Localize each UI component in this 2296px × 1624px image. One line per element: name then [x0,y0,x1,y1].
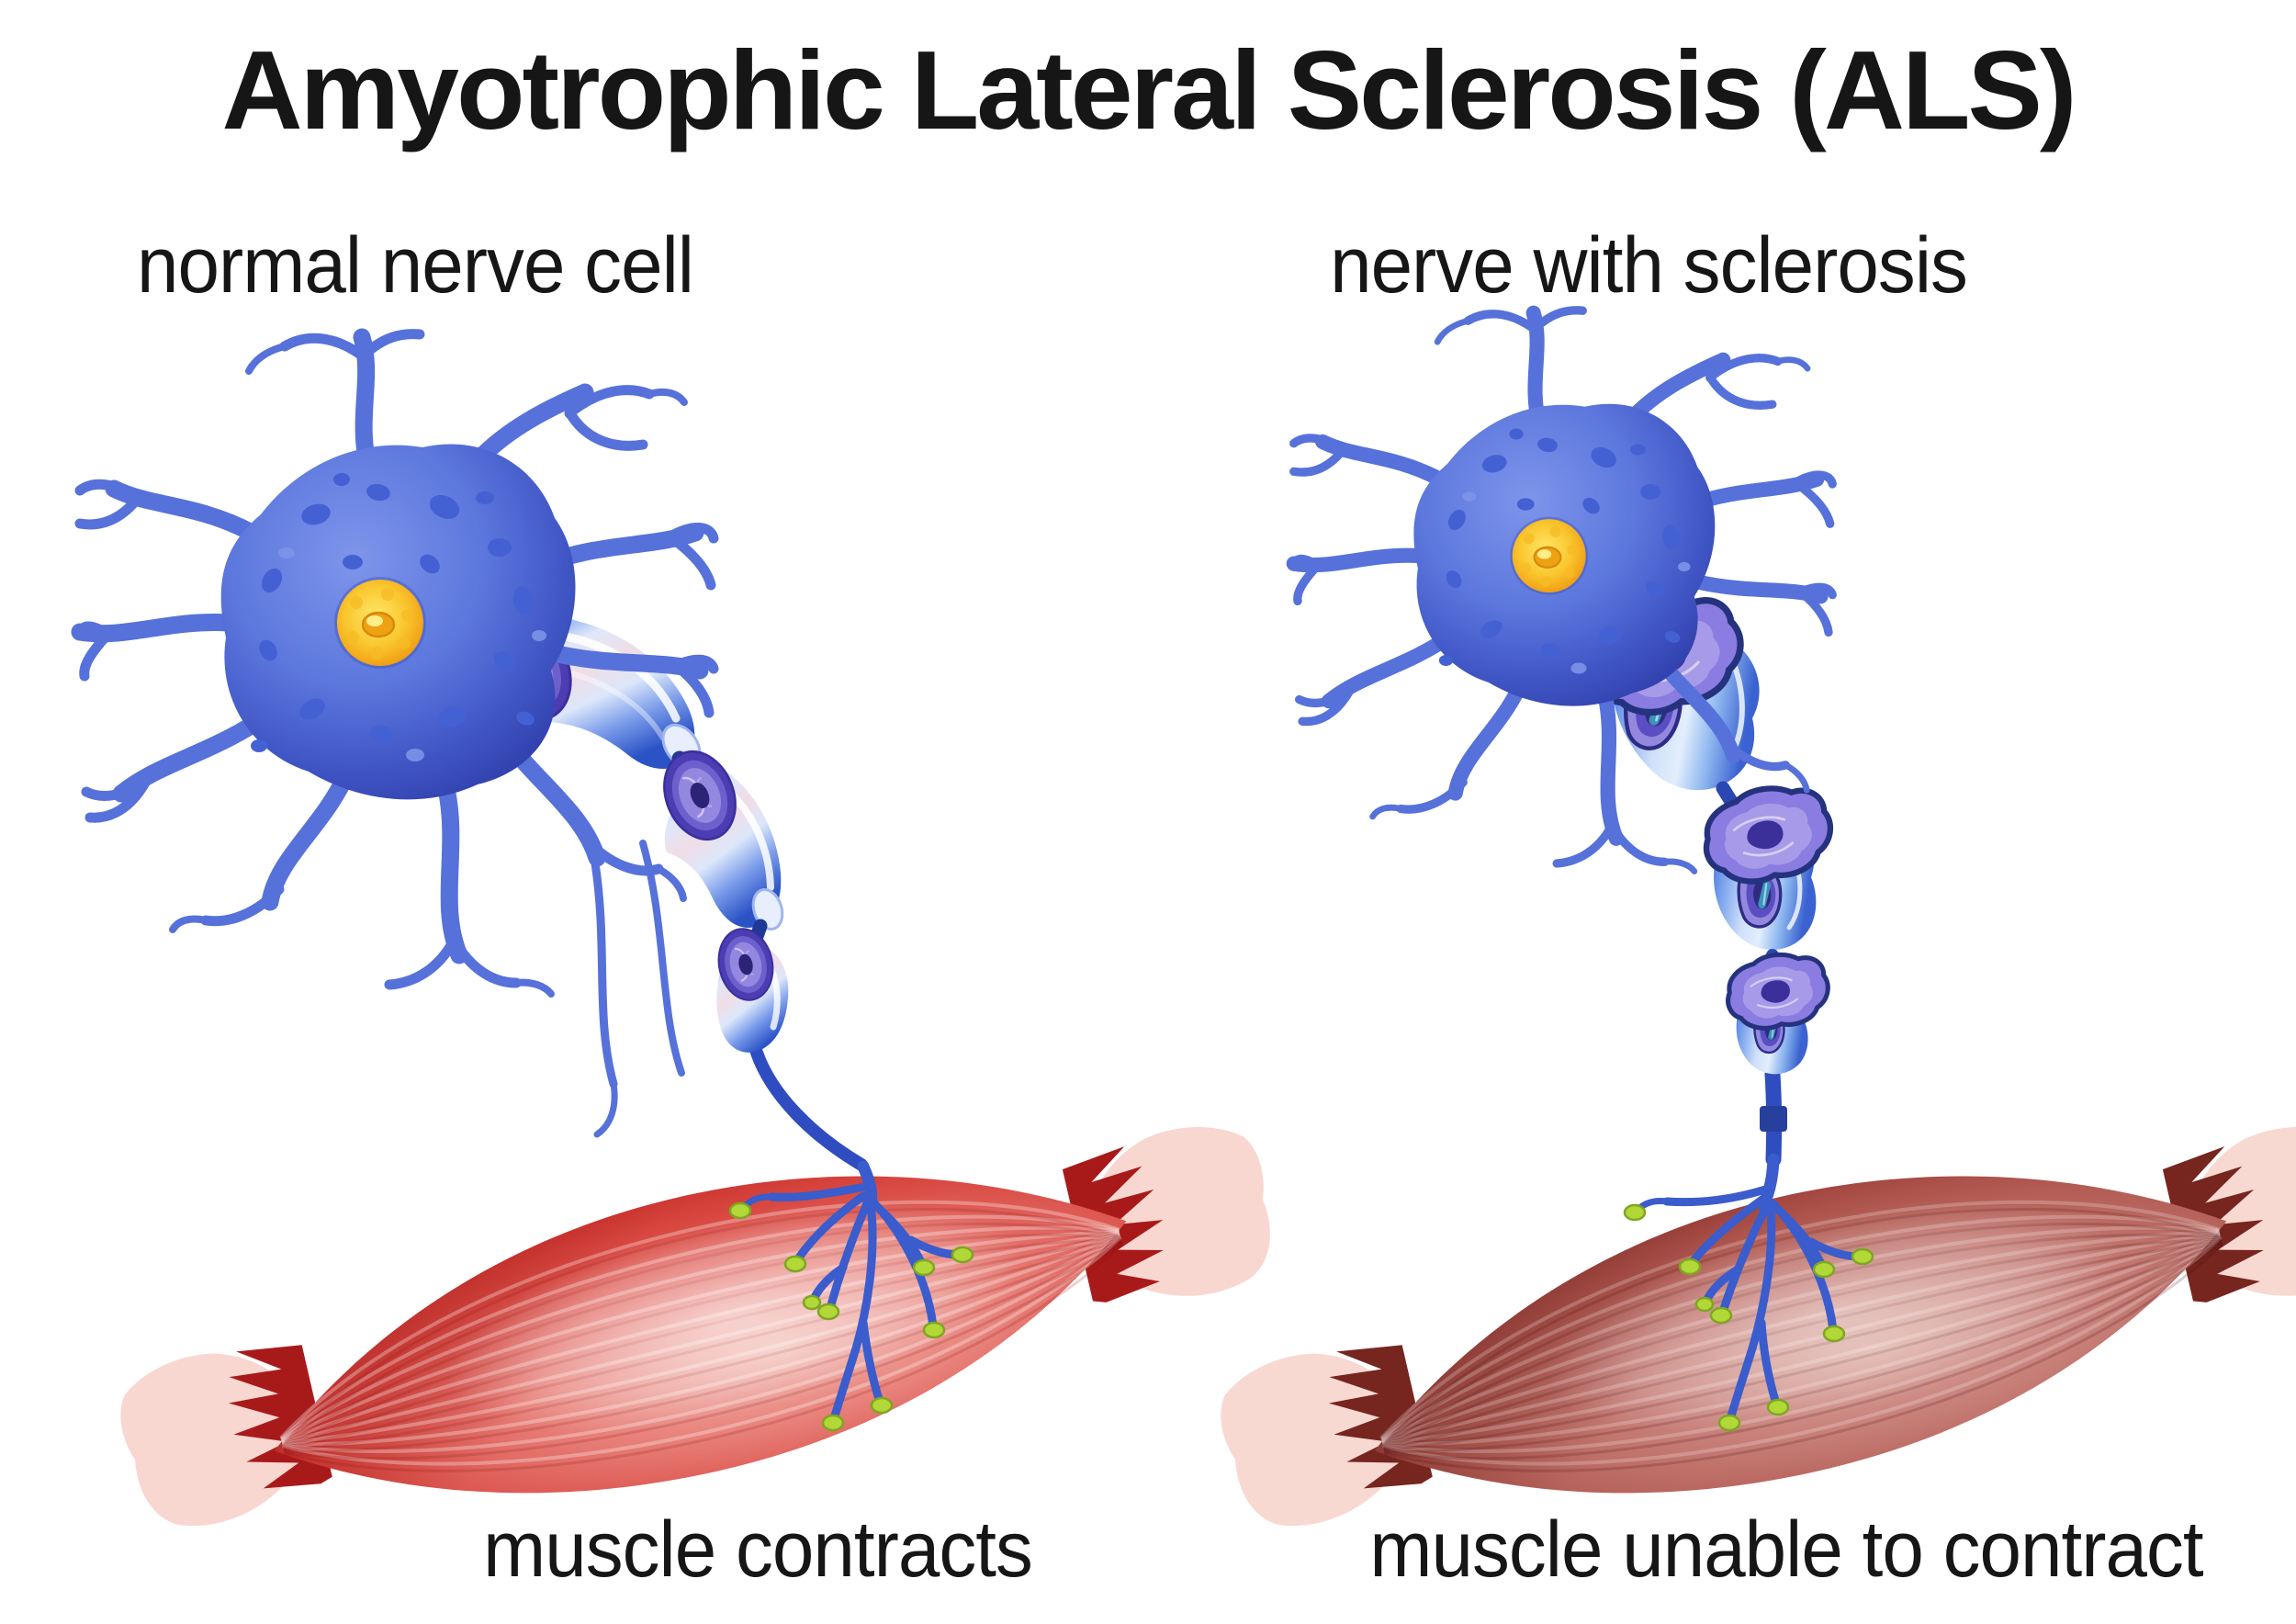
label-muscle-unable-to-contract: muscle unable to contract [1369,1506,2203,1594]
sclerosis-scar [1699,781,1836,887]
label-nerve-with-sclerosis: nerve with sclerosis [1330,221,1968,310]
sclerosis-scar [1725,951,1831,1032]
label-normal-nerve-cell: normal nerve cell [137,221,694,310]
axon-band [1760,1106,1787,1132]
muscle-highlight [446,1201,1021,1432]
healthy-axon [463,599,974,1432]
synaptic-boutons [1623,1203,1874,1432]
page-title: Amyotrophic Lateral Sclerosis (ALS) [221,28,2077,152]
healthy-muscle [109,1100,1287,1568]
label-muscle-contracts: muscle contracts [483,1506,1033,1594]
synaptic-boutons [728,1201,974,1432]
sclerotic-neuron [1294,310,1833,872]
long-dendrites [591,840,685,1138]
normal-neuron [80,334,714,994]
